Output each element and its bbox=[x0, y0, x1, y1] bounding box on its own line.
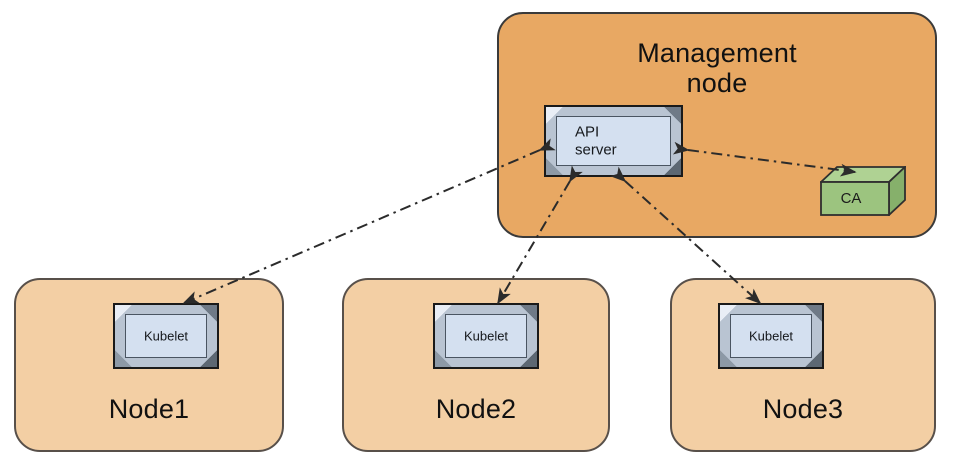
kubelet-2-box[interactable]: Kubelet bbox=[433, 303, 539, 369]
ca-box[interactable]: CA bbox=[820, 166, 906, 216]
node-1-label: Node1 bbox=[108, 394, 190, 424]
kubelet-2-face: Kubelet bbox=[445, 314, 527, 358]
kubelet-3-label: Kubelet bbox=[748, 328, 794, 344]
kubelet-3-box[interactable]: Kubelet bbox=[718, 303, 824, 369]
kubelet-3-face: Kubelet bbox=[730, 314, 812, 358]
api-server-label: API server bbox=[575, 123, 617, 158]
ca-label: CA bbox=[840, 190, 862, 207]
kubelet-1-box[interactable]: Kubelet bbox=[113, 303, 219, 369]
management-node-label: Management node bbox=[637, 38, 797, 99]
kubelet-1-face: Kubelet bbox=[125, 314, 207, 358]
kubelet-2-label: Kubelet bbox=[463, 328, 509, 344]
node-3-label: Node3 bbox=[762, 394, 844, 424]
node-2-label: Node2 bbox=[435, 394, 517, 424]
api-server-face: API server bbox=[556, 116, 671, 166]
kubelet-1-label: Kubelet bbox=[143, 328, 189, 344]
ca-cuboid-icon bbox=[820, 166, 906, 216]
api-server-box[interactable]: API server bbox=[544, 105, 683, 177]
